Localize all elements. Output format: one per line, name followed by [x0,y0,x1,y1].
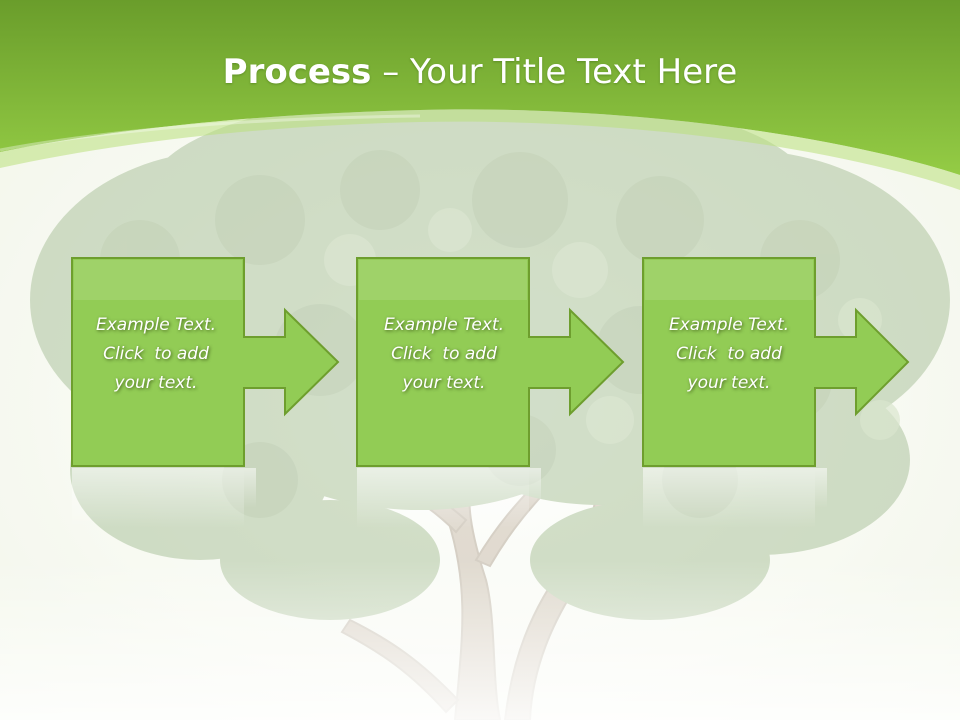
step-1-line-3: your text. [114,373,198,393]
title-separator: – [371,52,411,92]
slide-title[interactable]: Process – Your Title Text Here [0,52,960,92]
step-1-line-1: Example Text. [95,315,217,335]
step-2-line-1: Example Text. [383,315,505,335]
step-reflections [72,468,827,528]
step-2-line-3: your text. [402,373,486,393]
header-band [0,0,960,190]
step-2-text[interactable]: Example Text. Click to add your text. [360,311,528,398]
step-3-text[interactable]: Example Text. Click to add your text. [645,311,813,398]
step-2-line-2: Click to add [391,344,497,364]
step-3-line-1: Example Text. [668,315,790,335]
step-shape-1 [71,257,340,467]
step-shape-3 [642,257,910,467]
step-3-line-3: your text. [687,373,771,393]
step-3-line-2: Click to add [676,344,782,364]
step-shape-2 [356,257,625,467]
title-bold: Process [222,52,372,92]
title-rest: Your Title Text Here [410,52,738,92]
step-1-text[interactable]: Example Text. Click to add your text. [72,311,240,398]
step-1-line-2: Click to add [103,344,209,364]
